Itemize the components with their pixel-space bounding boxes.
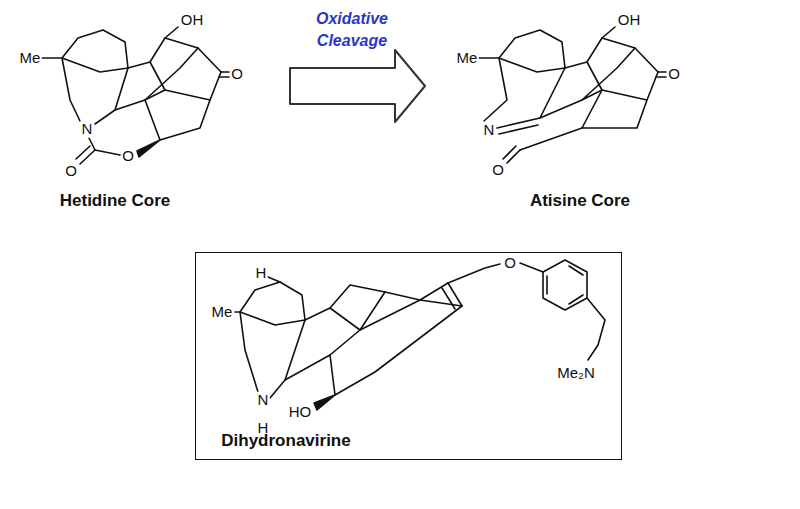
- atom-label: O: [121, 148, 135, 165]
- atom-label: O: [230, 66, 244, 83]
- atom-label: Me₂N: [556, 365, 596, 382]
- atom-label: N: [257, 392, 270, 409]
- reaction-label: Oxidative Cleavage: [296, 8, 408, 51]
- atom-label: Me: [211, 304, 234, 321]
- framed-structure-box: Dihydronavirine: [195, 252, 622, 460]
- structure-name: Hetidine Core: [59, 192, 172, 211]
- atom-label: O: [491, 162, 505, 179]
- atom-label: N: [483, 122, 496, 139]
- structure-name: Dihydronavirine: [221, 431, 350, 451]
- atom-label: O: [503, 255, 517, 272]
- atom-label: O: [667, 66, 681, 83]
- atom-label: H: [255, 265, 268, 282]
- structure-name: Atisine Core: [529, 192, 631, 211]
- atom-label: Me: [456, 50, 479, 67]
- atom-label: O: [64, 163, 78, 180]
- atom-label: HO: [288, 404, 313, 421]
- atom-label: N: [81, 121, 94, 138]
- atom-label: Me: [19, 50, 42, 67]
- atom-label: OH: [617, 12, 642, 29]
- atom-label: OH: [180, 12, 205, 29]
